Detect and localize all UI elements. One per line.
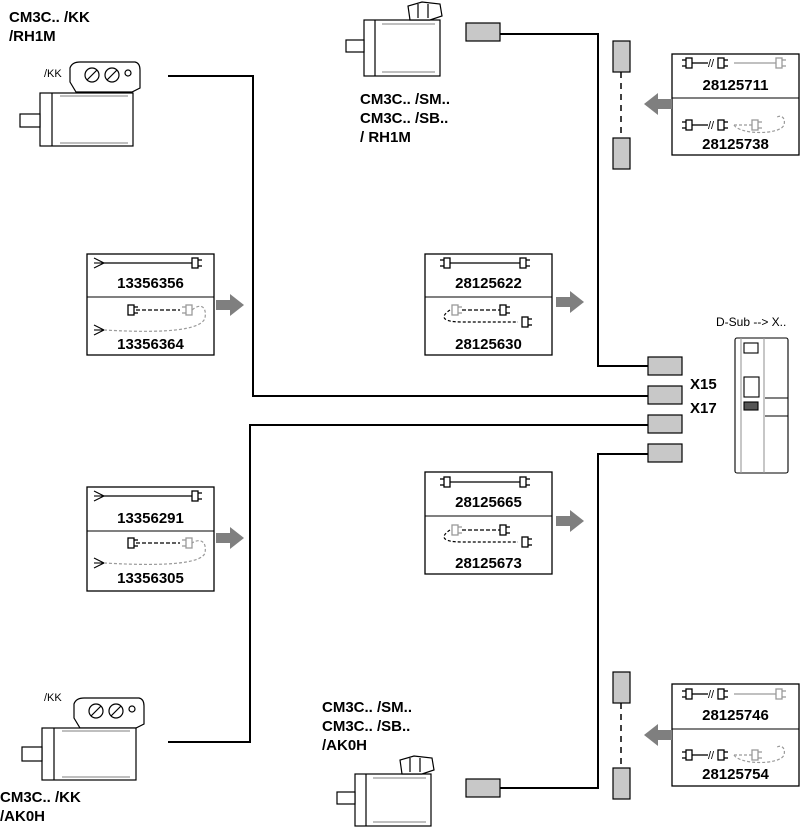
extension-cable-lower [612,671,631,800]
arrow-right-upper [644,93,672,115]
cable-top-left-x15 [168,75,648,397]
cable-box-center-upper [424,253,553,356]
connector-x17-label: X17 [690,400,717,417]
arrow-center-lower [556,510,584,532]
arrow-center-upper [556,291,584,313]
connector-block-top-center [465,22,501,42]
controller-unit [734,337,789,474]
connector-block-x15 [647,385,683,405]
cable-box-left-lower [86,486,215,592]
controller-label: D-Sub --> X.. [716,315,787,329]
svg-text://: // [708,58,715,70]
part-number: 13356291 [117,510,184,527]
part-number: 28125622 [455,275,522,292]
connector-x15-label: X15 [690,376,717,393]
part-number: 28125630 [455,336,522,353]
part-number: 13356364 [117,336,184,353]
motor-top-center [345,1,443,77]
motor-top-center-line2: CM3C.. /SB.. [360,110,449,127]
part-number: 13356305 [117,570,184,587]
motor-top-center-line3: / RH1M [360,129,411,146]
cable-box-center-lower [424,471,553,575]
part-number: 28125746 [702,707,769,724]
connector-block-x-upper [647,356,683,376]
part-number: 28125711 [702,77,769,94]
part-number: 28125754 [702,766,769,783]
cable-top-center [500,33,648,367]
motor-top-left-title-line2: /RH1M [9,28,56,45]
part-number: 28125665 [455,494,522,511]
svg-text://: // [708,689,715,701]
part-number: 28125673 [455,555,522,572]
motor-top-center-line1: CM3C.. /SM.. [360,91,451,108]
motor-top-left-title-line1: CM3C.. /KK [9,9,90,26]
motor-bottom-left-title-line1: CM3C.. /KK [0,789,81,806]
connector-block-bottom-center [465,778,501,798]
part-number: 13356356 [117,275,184,292]
motor-bottom-left-title-line2: /AK0H [0,808,46,825]
motor-bottom-center-line2: CM3C.. /SB.. [322,718,411,735]
extension-cable-upper [612,40,631,170]
svg-text://: // [708,750,715,762]
motor-bottom-left [21,697,145,781]
cable-box-right-lower: // // [671,683,800,787]
motor-bottom-center-line1: CM3C.. /SM.. [322,699,413,716]
svg-text://: // [708,120,715,132]
part-number: 28125738 [702,136,769,153]
motor-top-left [19,61,141,147]
arrow-right-lower [644,724,672,746]
cable-box-left-upper [86,253,215,356]
motor-top-left-option: /KK [44,68,62,80]
cable-box-right-upper: // // [671,53,800,156]
cable-bottom-left-x17 [168,424,648,743]
motor-bottom-center [336,755,435,827]
cable-bottom-center [500,453,648,789]
connector-block-x17 [647,414,683,434]
arrow-left-upper [216,294,244,316]
cable-lines [168,33,648,789]
motor-bottom-left-option: /KK [44,692,62,704]
connector-block-x-lower [647,443,683,463]
arrow-left-lower [216,527,244,549]
motor-bottom-center-line3: /AK0H [322,737,368,754]
